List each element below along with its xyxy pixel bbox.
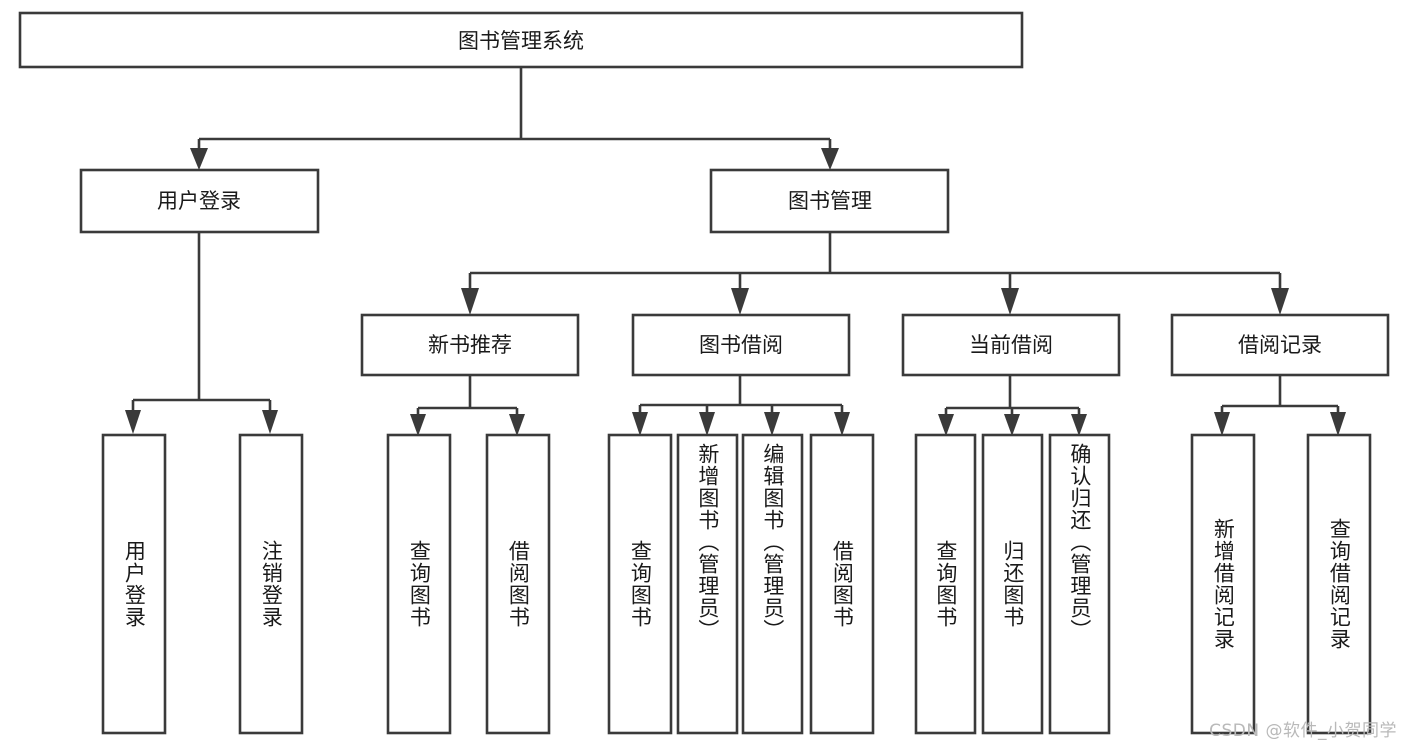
- node-book-borrow-label: 图书借阅: [699, 333, 783, 357]
- arrowhead-icon: [1001, 288, 1019, 315]
- leaf-user-login-box[interactable]: [101, 433, 167, 735]
- leaf-borrow-book-1-box[interactable]: [485, 433, 551, 735]
- node-book-manage-box[interactable]: [709, 168, 950, 234]
- arrowhead-icon: [632, 412, 648, 436]
- leaf-query-book-3-box[interactable]: [914, 433, 977, 735]
- leaf-edit-book-box[interactable]: [741, 433, 804, 735]
- node-current-borrow[interactable]: 当前借阅: [901, 313, 1121, 377]
- arrowhead-icon: [834, 412, 850, 436]
- arrowhead-icon: [1071, 414, 1087, 436]
- arrowhead-icon: [509, 414, 525, 436]
- node-new-book-recommend-label: 新书推荐: [428, 333, 512, 357]
- arrowhead-icon: [125, 410, 141, 434]
- arrowhead-icon: [1330, 412, 1346, 436]
- node-root[interactable]: 图书管理系统: [18, 11, 1024, 69]
- leaf-add-record-box[interactable]: [1190, 433, 1256, 735]
- node-user-login-box[interactable]: [79, 168, 320, 234]
- node-book-borrow[interactable]: 图书借阅: [631, 313, 851, 377]
- node-book-borrow-box[interactable]: [631, 313, 851, 377]
- node-borrow-record[interactable]: 借阅记录: [1170, 313, 1390, 377]
- node-current-borrow-box[interactable]: [901, 313, 1121, 377]
- node-root-box[interactable]: [18, 11, 1024, 69]
- connector-root-to-level2: [190, 67, 839, 170]
- node-root-label: 图书管理系统: [458, 29, 584, 53]
- connector-borrowrecord-to-leaves: [1214, 375, 1346, 436]
- leaf-confirm-return-box[interactable]: [1048, 433, 1111, 735]
- connector-currentborrow-to-leaves: [938, 375, 1087, 436]
- arrowhead-icon: [461, 288, 479, 315]
- node-current-borrow-label: 当前借阅: [969, 333, 1053, 357]
- arrowhead-icon: [262, 410, 278, 434]
- node-new-book-recommend-box[interactable]: [360, 313, 580, 377]
- node-borrow-record-label: 借阅记录: [1238, 333, 1322, 357]
- node-book-manage-label: 图书管理: [788, 189, 872, 213]
- arrowhead-icon: [938, 414, 954, 436]
- arrowhead-icon: [699, 412, 715, 436]
- leaf-add-book-box[interactable]: [676, 433, 739, 735]
- connector-bookborrow-to-leaves: [632, 375, 850, 436]
- leaf-query-book-1-box[interactable]: [386, 433, 452, 735]
- arrowhead-icon: [1214, 412, 1230, 436]
- node-user-login[interactable]: 用户登录: [79, 168, 320, 234]
- node-borrow-record-box[interactable]: [1170, 313, 1390, 377]
- arrowhead-icon: [410, 414, 426, 436]
- arrowhead-icon: [821, 148, 839, 170]
- arrowhead-icon: [731, 288, 749, 315]
- leaf-user-logout-box[interactable]: [238, 433, 304, 735]
- node-new-book-recommend[interactable]: 新书推荐: [360, 313, 580, 377]
- connector-newbook-to-leaves: [410, 375, 525, 436]
- watermark: CSDN @软件_小贺同学: [1209, 721, 1397, 741]
- leaf-borrow-book-2-box[interactable]: [809, 433, 875, 735]
- leaf-return-book-box[interactable]: [981, 433, 1044, 735]
- leaf-query-book-2-box[interactable]: [607, 433, 673, 735]
- arrowhead-icon: [190, 148, 208, 170]
- arrowhead-icon: [1271, 288, 1289, 315]
- connector-userlogin-to-leaves: [125, 232, 278, 434]
- node-book-manage[interactable]: 图书管理: [709, 168, 950, 234]
- arrowhead-icon: [1004, 414, 1020, 436]
- connector-bookmanage-to-level3: [461, 232, 1289, 315]
- node-user-login-label: 用户登录: [157, 189, 241, 213]
- arrowhead-icon: [764, 412, 780, 436]
- leaf-query-record-box[interactable]: [1306, 433, 1372, 735]
